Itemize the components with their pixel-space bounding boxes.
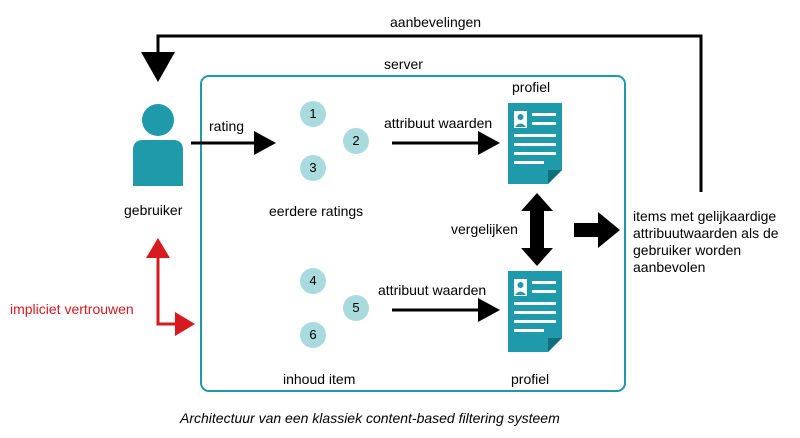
attribuut-waarden-label-bottom: attribuut waarden: [378, 282, 487, 298]
vergelijken-label: vergelijken: [451, 221, 518, 237]
eerdere-ratings-label: eerdere ratings: [269, 203, 364, 219]
result-text: items met gelijkaardige attribuutwaarden…: [633, 208, 779, 275]
vergelijken-double-arrow: [521, 193, 553, 266]
rating-circle-2: 2: [343, 128, 369, 154]
server-box: [200, 75, 626, 392]
inhoud-item-label: inhoud item: [283, 371, 356, 387]
rating-label: rating: [209, 118, 245, 134]
vertrouwen-line: [156, 256, 177, 326]
profile-document-icon: [508, 103, 562, 184]
vertrouwen-arrowhead-right: [175, 312, 195, 336]
diagram-caption: Architectuur van een klassiek content-ba…: [180, 410, 560, 426]
rating-arrowhead: [254, 131, 276, 155]
gebruiker-label: gebruiker: [124, 202, 183, 218]
attribuut-arrowhead-bottom: [478, 298, 500, 322]
attribuut-waarden-label-top: attribuut waarden: [384, 115, 493, 131]
aanbevelingen-arrowhead: [141, 52, 175, 82]
impliciet-vertrouwen-label: impliciet vertrouwen: [10, 301, 134, 317]
rating-circle-4: 4: [300, 268, 326, 294]
server-label: server: [384, 56, 423, 72]
rating-circle-1: 1: [300, 101, 326, 127]
person-icon: [133, 104, 183, 186]
aanbevelingen-line: [156, 34, 703, 192]
rating-circle-6: 6: [300, 322, 326, 348]
rating-circle-5: 5: [343, 295, 369, 321]
profiel-label-bottom: profiel: [511, 371, 550, 387]
vertrouwen-arrowhead-up: [146, 238, 170, 258]
profiel-label-top: profiel: [512, 79, 551, 95]
attribuut-arrowhead-top: [478, 131, 500, 155]
aanbevelingen-label: aanbevelingen: [390, 14, 482, 30]
rating-circle-3: 3: [300, 155, 326, 181]
result-arrow: [574, 212, 620, 248]
profile-document-icon: [508, 271, 562, 352]
